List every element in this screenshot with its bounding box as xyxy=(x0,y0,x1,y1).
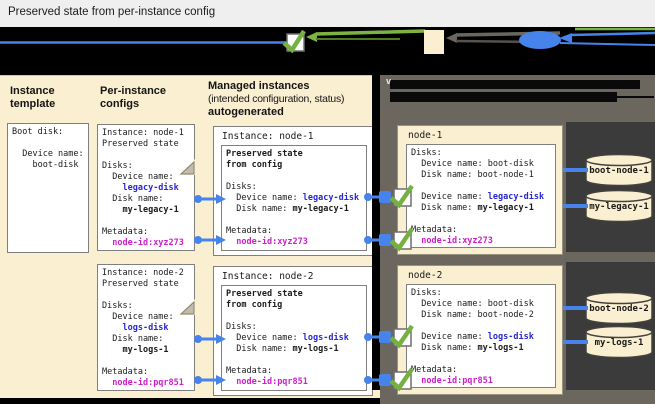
disk-backdrop xyxy=(566,122,655,252)
bottom-black-strip xyxy=(0,398,380,404)
panel-gap xyxy=(372,75,380,390)
disk-cylinder-my-legacy-1: my-legacy-1 xyxy=(585,189,653,223)
legend-band xyxy=(0,27,655,75)
vm-node-1-details: Disks: Device name: boot-disk Disk name:… xyxy=(406,144,556,248)
redacted-header-line xyxy=(390,92,617,102)
disk-cylinder-my-logs-1: my-logs-1 xyxy=(585,325,653,359)
column-header-instance-template: Instance template xyxy=(10,85,56,110)
vm-node-label: node-2 xyxy=(408,270,443,281)
mig-config-panel: Instance template Per-instance configs M… xyxy=(0,75,380,398)
checkmark-icon xyxy=(282,29,306,54)
vm-node-2-details: Disks: Device name: boot-disk Disk name:… xyxy=(406,284,556,388)
template-swatch-icon xyxy=(424,30,444,54)
vm-node-2-card: node-2 Disks: Device name: boot-disk Dis… xyxy=(397,265,563,395)
instance-template-box: Boot disk: Device name: boot-disk xyxy=(7,123,89,253)
disk-label: my-logs-1 xyxy=(594,338,644,348)
disk-label: boot-node-2 xyxy=(589,304,649,314)
cylinder-icon xyxy=(585,189,653,223)
vm-instances-panel: v node-1 Disks: Device name: boot-disk D… xyxy=(380,75,655,404)
green-arrow-icon xyxy=(306,29,426,42)
managed-instance-label: Instance: node-1 xyxy=(222,131,314,142)
cylinder-icon xyxy=(585,153,653,187)
title-bar: Preserved state from per-instance config xyxy=(0,0,655,27)
disk-cylinder-boot-node-2: boot-node-2 xyxy=(585,291,653,325)
cylinder-icon xyxy=(585,291,653,325)
blue-capsule-icon xyxy=(519,31,655,49)
disk-label: my-legacy-1 xyxy=(589,202,649,212)
column-header-per-instance-configs: Per-instance configs xyxy=(100,85,167,110)
managed-instance-label: Instance: node-2 xyxy=(222,271,314,282)
cylinder-icon xyxy=(585,325,653,359)
page-title: Preserved state from per-instance config xyxy=(8,6,216,18)
redacted-header-tail xyxy=(617,96,654,98)
vm-node-label: node-1 xyxy=(408,130,443,141)
disk-label: boot-node-1 xyxy=(589,166,649,176)
redacted-header-line xyxy=(390,80,640,89)
vm-node-1-card: node-1 Disks: Device name: boot-disk Dis… xyxy=(397,125,563,255)
column-header-managed-instances: Managed instances (intended configuratio… xyxy=(208,80,345,118)
vm-header-hint: v xyxy=(386,76,392,86)
disk-cylinder-boot-node-1: boot-node-1 xyxy=(585,153,653,187)
